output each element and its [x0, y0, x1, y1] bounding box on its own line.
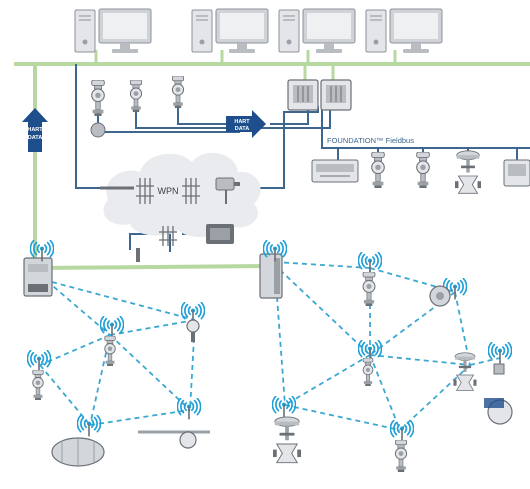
pressure-transmitter-icon: [416, 152, 430, 188]
desktop-computer-icon: [278, 8, 356, 54]
workstation-4: [365, 8, 443, 54]
hart-data-arrow-horizontal: HART DATA: [226, 110, 266, 138]
hart-data-arrow-vertical: HART DATA: [22, 108, 48, 152]
control-valve-icon: [272, 416, 302, 464]
wireless-device-right-5: [272, 396, 302, 464]
flowmeter-icon: [179, 431, 197, 449]
pressure-transmitter-icon: [371, 152, 385, 188]
wireless-device-right-2: [429, 278, 467, 307]
desktop-computer-icon: [74, 8, 152, 54]
pressure-transmitter-icon: [104, 336, 116, 366]
right-arrow-icon: [226, 110, 266, 138]
wireless-device-left-4: [51, 415, 105, 467]
wireless-antenna-icon: [358, 252, 382, 274]
control-valve-icon: [453, 352, 477, 391]
wireless-device-left-1: [100, 316, 124, 366]
wireless-gateway-right: [259, 240, 287, 299]
access-point-icon: [215, 177, 235, 191]
wired-hart-instruments: [90, 76, 185, 138]
ethernet-backbone: [14, 50, 530, 270]
wireless-antenna-icon: [390, 420, 414, 442]
wireless-antenna-icon: [177, 398, 201, 420]
fieldbus-devices: [311, 150, 530, 194]
wireless-device-left-5: [138, 398, 210, 449]
pressure-transmitter-icon: [171, 76, 185, 108]
workstation-3: [278, 8, 356, 54]
svg-text:DATA: DATA: [28, 135, 42, 141]
wireless-device-right-1: [358, 252, 382, 306]
wpn-cloud: WPN: [100, 152, 261, 262]
dcs-controller: [287, 79, 352, 111]
workstation-1: [74, 8, 152, 54]
wireless-device-right-4: [453, 342, 513, 425]
wireless-gateway-left: [23, 240, 54, 297]
desktop-computer-icon: [191, 8, 269, 54]
wpn-label: WPN: [158, 186, 179, 196]
pressure-transmitter-icon: [91, 80, 105, 116]
wireless-antenna-icon: [77, 415, 101, 437]
pressure-transmitter-icon: [129, 80, 143, 112]
flowmeter-icon: [90, 122, 106, 138]
fieldbus-segment: FOUNDATION™ Fieldbus: [321, 106, 530, 160]
control-valve-icon: [455, 150, 481, 194]
svg-text:HART: HART: [234, 119, 250, 125]
pressure-transmitter-icon: [362, 358, 374, 386]
wireless-device-left-2: [181, 302, 205, 342]
svg-text:DATA: DATA: [235, 126, 249, 132]
pressure-transmitter-icon: [394, 440, 408, 472]
fieldbus-label: FOUNDATION™ Fieldbus: [327, 136, 414, 145]
wireless-device-left-3: [27, 350, 51, 400]
wireless-device-right-3: [358, 340, 382, 386]
wireless-antenna-icon: [100, 316, 124, 338]
cloud-shape: [103, 152, 261, 238]
up-arrow-icon: [22, 108, 48, 152]
svg-text:HART: HART: [27, 127, 43, 133]
wireless-antenna-icon: [27, 350, 51, 372]
wireless-device-right-6: [390, 420, 414, 472]
pressure-transmitter-icon: [32, 370, 44, 400]
temperature-transmitter-icon: [186, 319, 200, 333]
wireless-mesh-links: [39, 261, 501, 431]
pressure-transmitter-icon: [362, 272, 376, 306]
workstation-2: [191, 8, 269, 54]
desktop-computer-icon: [365, 8, 443, 54]
